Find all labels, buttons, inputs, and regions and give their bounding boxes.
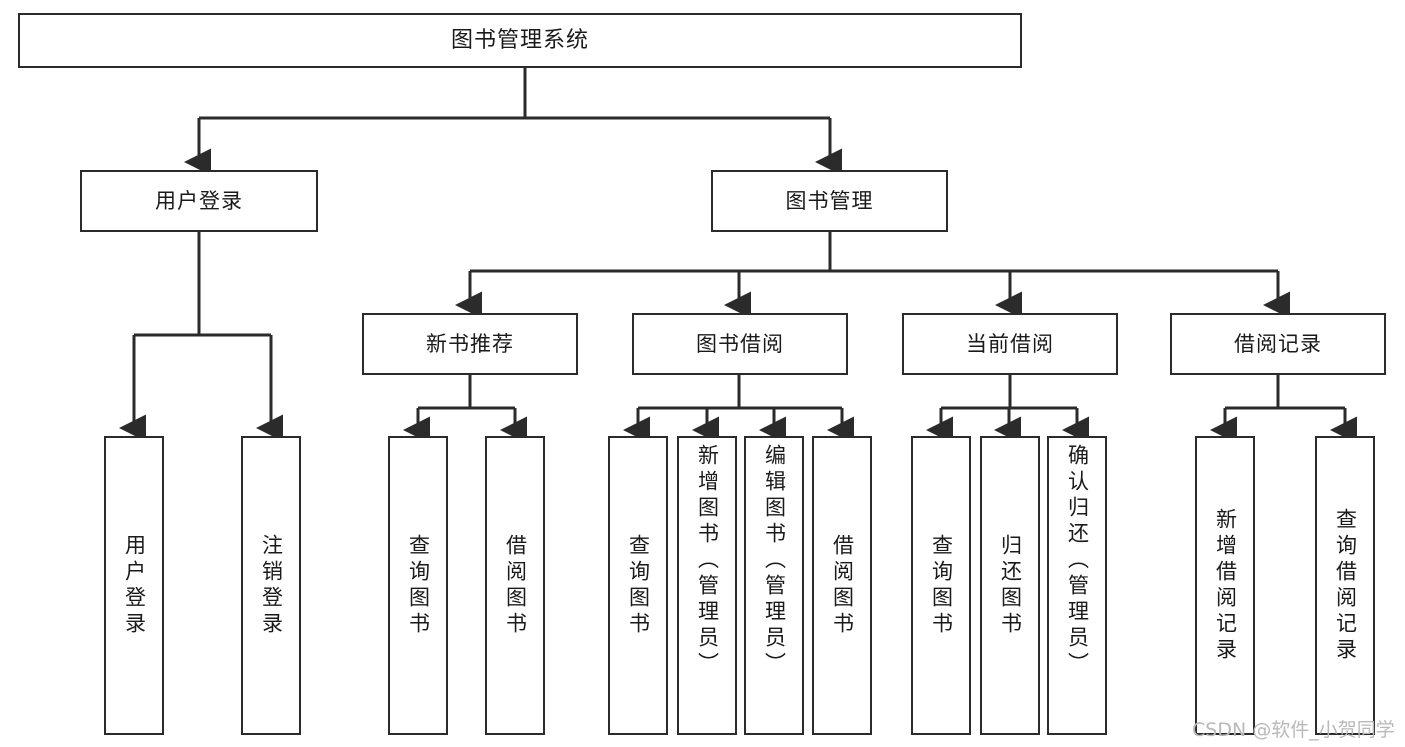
node-current-borrow[interactable]: 当前借阅 xyxy=(902,313,1118,375)
leaf-query-record[interactable]: 查询借阅记录 xyxy=(1315,436,1375,735)
node-new-book-recommend[interactable]: 新书推荐 xyxy=(362,313,578,375)
leaf-borrow-book-2-label: 借阅图书 xyxy=(830,533,855,638)
leaf-user-login-label: 用户登录 xyxy=(122,533,147,638)
leaf-return-book[interactable]: 归还图书 xyxy=(980,436,1040,735)
leaf-logout-login-label: 注销登录 xyxy=(259,533,284,638)
leaf-user-login[interactable]: 用户登录 xyxy=(104,436,164,735)
leaf-edit-book-label: 编辑图书（管理员） xyxy=(762,444,787,678)
node-current-borrow-label: 当前借阅 xyxy=(966,331,1054,356)
node-book-borrow[interactable]: 图书借阅 xyxy=(632,313,848,375)
leaf-query-book-3-label: 查询图书 xyxy=(929,533,954,638)
leaf-query-book-3[interactable]: 查询图书 xyxy=(911,436,971,735)
node-root-label: 图书管理系统 xyxy=(450,27,589,53)
node-borrow-record-label: 借阅记录 xyxy=(1234,331,1322,356)
leaf-query-book-2-label: 查询图书 xyxy=(626,533,651,638)
leaf-borrow-book-1-label: 借阅图书 xyxy=(503,533,528,638)
leaf-query-book-1-label: 查询图书 xyxy=(406,533,431,638)
leaf-borrow-book-2[interactable]: 借阅图书 xyxy=(812,436,872,735)
node-user-login[interactable]: 用户登录 xyxy=(80,170,318,232)
leaf-confirm-return-label: 确认归还（管理员） xyxy=(1065,444,1090,678)
leaf-borrow-book-1[interactable]: 借阅图书 xyxy=(485,436,545,735)
leaf-query-book-2[interactable]: 查询图书 xyxy=(608,436,668,735)
leaf-return-book-label: 归还图书 xyxy=(998,533,1023,638)
node-book-borrow-label: 图书借阅 xyxy=(696,331,784,356)
node-user-login-label: 用户登录 xyxy=(155,188,243,213)
leaf-query-book-1[interactable]: 查询图书 xyxy=(388,436,448,735)
node-new-book-recommend-label: 新书推荐 xyxy=(426,331,514,356)
leaf-edit-book[interactable]: 编辑图书（管理员） xyxy=(744,436,804,735)
leaf-confirm-return[interactable]: 确认归还（管理员） xyxy=(1047,436,1107,735)
node-book-management[interactable]: 图书管理 xyxy=(711,170,948,232)
leaf-query-record-label: 查询借阅记录 xyxy=(1333,507,1358,664)
node-borrow-record[interactable]: 借阅记录 xyxy=(1170,313,1386,375)
leaf-logout-login[interactable]: 注销登录 xyxy=(241,436,301,735)
node-root[interactable]: 图书管理系统 xyxy=(18,13,1022,68)
node-book-management-label: 图书管理 xyxy=(785,188,874,213)
leaf-add-book[interactable]: 新增图书（管理员） xyxy=(677,436,737,735)
leaf-add-book-label: 新增图书（管理员） xyxy=(695,444,720,678)
csdn-watermark: CSDN @软件_小贺同学 xyxy=(1192,719,1395,741)
leaf-add-record-label: 新增借阅记录 xyxy=(1213,507,1238,664)
leaf-add-record[interactable]: 新增借阅记录 xyxy=(1195,436,1255,735)
